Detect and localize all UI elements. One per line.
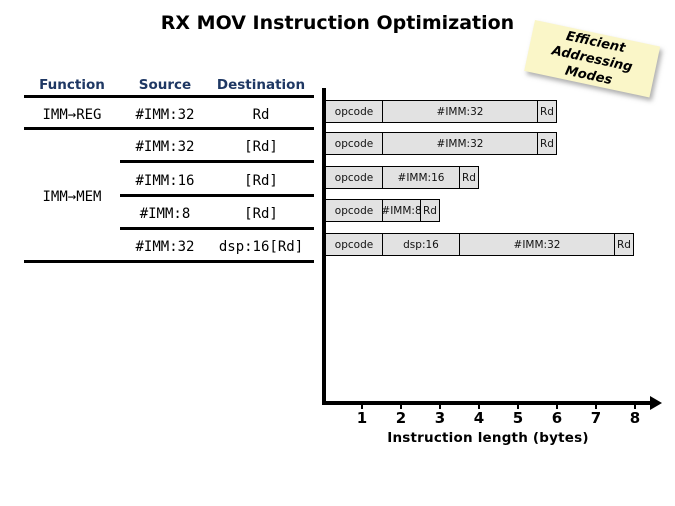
x-axis-title: Instruction length (bytes)	[387, 430, 589, 446]
bar-segment-rd: Rd	[420, 199, 440, 222]
x-axis-tick	[478, 403, 480, 409]
table-rule-row2	[120, 160, 314, 163]
instruction-bar: opcode #IMM:16 Rd	[325, 166, 479, 189]
bar-segment-imm16: #IMM:16	[382, 166, 460, 189]
bar-segment-opcode: opcode	[325, 100, 383, 123]
x-axis-tick	[400, 403, 402, 409]
bar-segment-opcode: opcode	[325, 199, 383, 222]
table-rule-header	[24, 95, 314, 98]
bar-segment-imm32: #IMM:32	[382, 132, 538, 155]
table-cell-destination: Rd	[252, 107, 270, 123]
bar-segment-rd: Rd	[614, 233, 634, 256]
x-tick-label: 7	[590, 409, 602, 427]
table-cell-source: #IMM:16	[135, 173, 195, 189]
table-cell-destination: [Rd]	[244, 173, 278, 189]
table-rule-bottom	[24, 260, 314, 263]
x-tick-label: 1	[356, 409, 368, 427]
column-header-source: Source	[138, 77, 192, 93]
table-cell-destination: [Rd]	[244, 139, 278, 155]
bar-segment-opcode: opcode	[325, 166, 383, 189]
x-tick-label: 8	[629, 409, 641, 427]
function-label-imm-mem: IMM→MEM	[42, 189, 102, 205]
x-tick-label: 6	[551, 409, 563, 427]
x-axis-tick	[595, 403, 597, 409]
x-axis-tick	[361, 403, 363, 409]
x-tick-label: 2	[395, 409, 407, 427]
y-axis-line	[322, 88, 326, 405]
page-title: RX MOV Instruction Optimization	[160, 12, 515, 34]
table-rule-row3	[120, 194, 314, 197]
bar-segment-rd: Rd	[459, 166, 479, 189]
bar-segment-imm8: #IMM:8	[382, 199, 421, 222]
table-rule-row1	[24, 127, 314, 130]
column-header-destination: Destination	[216, 77, 306, 93]
bar-segment-dsp16: dsp:16	[382, 233, 460, 256]
table-cell-source: #IMM:8	[139, 206, 191, 222]
x-axis-tick	[634, 403, 636, 409]
x-axis-tick	[439, 403, 441, 409]
x-tick-label: 3	[434, 409, 446, 427]
table-cell-source: #IMM:32	[135, 239, 195, 255]
axis-arrow-icon	[650, 396, 662, 410]
instruction-bar: opcode #IMM:32 Rd	[325, 100, 557, 123]
table-cell-source: #IMM:32	[135, 107, 195, 123]
bar-segment-opcode: opcode	[325, 233, 383, 256]
x-axis-tick	[556, 403, 558, 409]
bar-segment-imm32: #IMM:32	[459, 233, 615, 256]
bar-segment-opcode: opcode	[325, 132, 383, 155]
bar-segment-imm32: #IMM:32	[382, 100, 538, 123]
x-tick-label: 5	[512, 409, 524, 427]
x-tick-label: 4	[473, 409, 485, 427]
x-axis-line	[322, 401, 652, 405]
table-cell-destination: dsp:16[Rd]	[218, 239, 304, 255]
x-axis-tick	[517, 403, 519, 409]
table-cell-destination: [Rd]	[244, 206, 278, 222]
column-header-function: Function	[39, 77, 105, 93]
table-rule-row4	[120, 227, 314, 230]
function-label-imm-reg: IMM→REG	[42, 107, 102, 123]
instruction-bar: opcode dsp:16 #IMM:32 Rd	[325, 233, 634, 256]
instruction-bar: opcode #IMM:32 Rd	[325, 132, 557, 155]
table-cell-source: #IMM:32	[135, 139, 195, 155]
bar-segment-rd: Rd	[537, 100, 557, 123]
bar-segment-rd: Rd	[537, 132, 557, 155]
instruction-bar: opcode #IMM:8 Rd	[325, 199, 440, 222]
